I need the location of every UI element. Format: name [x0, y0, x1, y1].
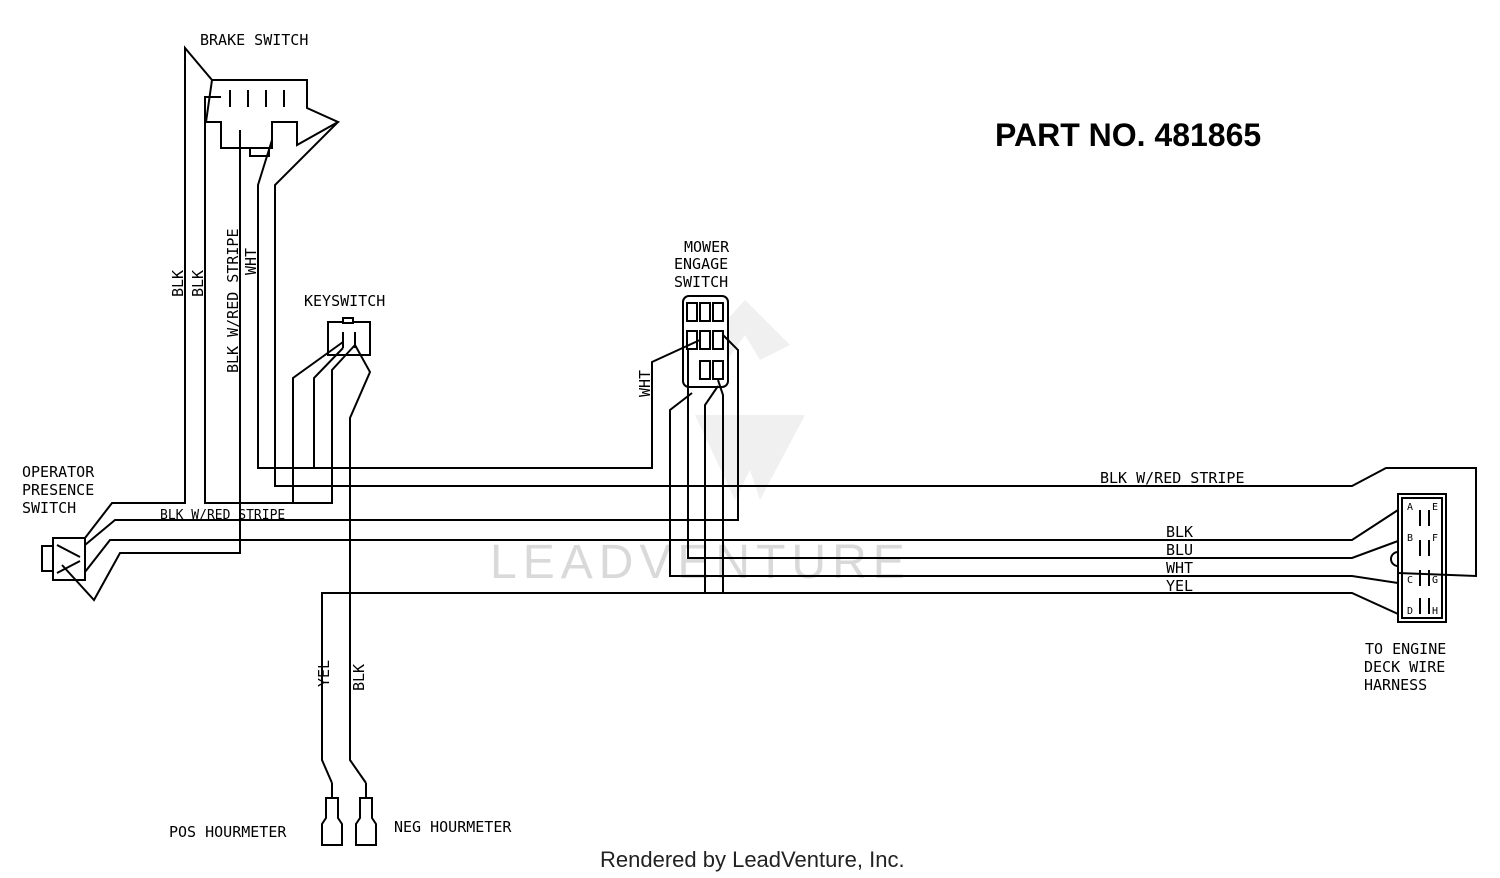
mower-engage-label: MOWER ENGAGE SWITCH — [674, 238, 738, 291]
pin-b-label: B — [1407, 533, 1413, 544]
wire-label-yel-hour: YEL — [315, 660, 333, 687]
part-number-title: PART NO. 481865 — [995, 117, 1261, 153]
wire-blk-red-top-to-harness — [274, 121, 1477, 578]
wire-blu-harness — [687, 350, 1399, 559]
wire-label-blk-hour: BLK — [350, 664, 368, 691]
wire-label-blk-red-left: BLK W/RED STRIPE — [160, 508, 285, 523]
wire-blk-red-left-run — [84, 334, 739, 546]
wire-label-blk-2: BLK — [189, 270, 207, 297]
wire-label-wht-harness: WHT — [1166, 559, 1193, 577]
wire-blk-brake-to-keyswitch — [204, 96, 356, 504]
neg-hourmeter-label: NEG HOURMETER — [394, 818, 512, 836]
pin-c-label: C — [1407, 575, 1413, 586]
wire-label-blk-1: BLK — [169, 270, 187, 297]
pin-e-label: E — [1432, 502, 1438, 513]
wire-blk-brake-to-operator — [84, 45, 213, 539]
operator-presence-switch — [41, 537, 86, 581]
wire-blk-harness — [84, 509, 1399, 573]
wire-wht-brake-to-mower — [257, 139, 701, 469]
wire-yel-hourmeter — [321, 592, 723, 784]
brake-switch-label: BRAKE SWITCH — [200, 31, 308, 49]
pos-hourmeter-terminal — [321, 783, 343, 846]
credit-text: Rendered by LeadVenture, Inc. — [600, 847, 905, 872]
wire-label-blk-red-top: BLK W/RED STRIPE — [1100, 469, 1245, 487]
wire-label-wht-brake: WHT — [242, 248, 260, 275]
pin-f-label: F — [1432, 533, 1438, 544]
wire-label-wht-mower: WHT — [636, 370, 654, 397]
brake-switch — [204, 79, 341, 157]
wire-keyswitch-mid — [313, 347, 344, 468]
operator-presence-label: OPERATOR PRESENCE SWITCH — [22, 463, 103, 517]
pin-g-label: G — [1432, 575, 1438, 586]
mower-engage-switch — [682, 295, 729, 388]
pin-h-label: H — [1432, 606, 1438, 617]
engine-harness-connector: A B C D E F G H — [1390, 493, 1447, 623]
neg-hourmeter-terminal — [355, 783, 377, 846]
wire-label-blk-harness: BLK — [1166, 523, 1193, 541]
pin-d-label: D — [1407, 606, 1413, 617]
wire-yel-harness — [704, 385, 1399, 615]
wire-wht-harness — [669, 392, 1399, 584]
watermark-text: LEADVENTURE — [490, 536, 911, 589]
wire-blk-red-brake-to-operator — [61, 130, 241, 602]
engine-harness-label: TO ENGINE DECK WIRE HARNESS — [1364, 640, 1455, 694]
wire-label-blu-harness: BLU — [1166, 541, 1193, 559]
wire-mower-to-yel — [717, 379, 724, 593]
wire-blk-keyswitch-to-hourmeter — [349, 344, 372, 784]
pos-hourmeter-label: POS HOURMETER — [169, 823, 287, 841]
wire-label-yel-harness: YEL — [1166, 577, 1193, 595]
wire-label-blk-red-vertical: BLK W/RED STRIPE — [224, 229, 242, 374]
pin-a-label: A — [1407, 502, 1413, 513]
wire-keyswitch-left — [292, 341, 344, 502]
keyswitch-label: KEYSWITCH — [304, 292, 385, 310]
